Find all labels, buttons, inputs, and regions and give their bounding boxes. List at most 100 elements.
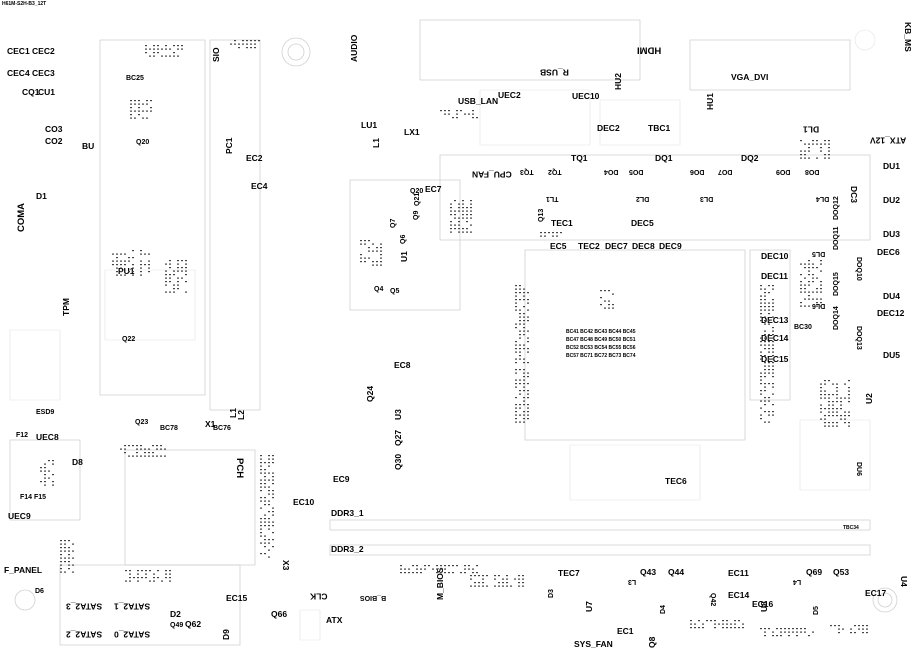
pad-mark xyxy=(527,362,529,363)
pad-mark xyxy=(164,456,166,457)
pad-mark xyxy=(523,331,525,332)
pad-mark xyxy=(157,45,159,46)
pad-mark xyxy=(470,211,472,212)
pad-mark xyxy=(124,445,126,446)
pad-mark xyxy=(844,415,846,416)
pad-mark xyxy=(768,373,770,374)
pad-mark xyxy=(828,380,830,381)
pad-mark xyxy=(519,317,521,318)
pad-mark xyxy=(796,628,798,629)
pad-mark xyxy=(260,469,262,470)
pad-mark xyxy=(519,348,521,349)
pad-mark xyxy=(527,415,529,416)
pad-mark xyxy=(72,558,74,559)
pad-mark xyxy=(177,285,179,286)
pad-mark xyxy=(722,627,724,628)
pad-mark xyxy=(844,412,846,413)
pad-mark xyxy=(519,324,521,325)
pad-mark xyxy=(518,586,520,587)
pad-mark xyxy=(820,147,822,148)
pad-mark xyxy=(60,558,62,559)
pad-mark xyxy=(556,232,558,233)
pad-mark xyxy=(264,487,266,488)
pad-mark xyxy=(157,577,159,578)
pad-mark xyxy=(140,271,142,272)
pad-mark xyxy=(462,200,464,201)
pad-mark xyxy=(268,504,270,505)
pad-mark xyxy=(482,582,484,583)
pad-mark xyxy=(458,207,460,208)
pad-mark xyxy=(866,632,868,633)
pad-mark xyxy=(181,260,183,261)
pad-mark xyxy=(523,348,525,349)
pad-mark xyxy=(764,366,766,367)
pad-mark xyxy=(160,456,162,457)
pad-mark xyxy=(828,140,830,141)
pad-mark xyxy=(760,320,762,321)
pad-mark xyxy=(858,629,860,630)
pad-mark xyxy=(608,301,610,302)
pad-mark xyxy=(515,404,517,405)
pad-mark xyxy=(780,632,782,633)
pad-mark xyxy=(150,100,152,101)
pad-mark xyxy=(160,449,162,450)
pad-mark xyxy=(72,551,74,552)
pad-mark xyxy=(772,383,774,384)
pad-mark xyxy=(60,547,62,548)
pad-mark xyxy=(448,114,450,115)
pad-mark xyxy=(137,577,139,578)
pad-mark xyxy=(452,565,454,566)
pad-mark xyxy=(458,221,460,222)
pad-mark xyxy=(824,154,826,155)
pad-mark xyxy=(808,151,810,152)
pad-mark xyxy=(448,572,450,573)
pad-mark xyxy=(165,292,167,293)
pad-mark xyxy=(836,391,838,392)
pad-mark xyxy=(698,627,700,628)
pad-mark xyxy=(268,466,270,467)
pad-mark xyxy=(458,232,460,233)
pad-mark xyxy=(515,397,517,398)
pad-mark xyxy=(808,271,810,272)
pad-mark xyxy=(523,415,525,416)
pad-mark xyxy=(412,572,414,573)
pad-mark xyxy=(120,271,122,272)
pad-mark xyxy=(234,44,236,45)
pad-mark xyxy=(820,151,822,152)
pad-mark xyxy=(518,582,520,583)
pad-mark xyxy=(527,348,529,349)
pad-mark xyxy=(836,387,838,388)
pad-mark xyxy=(60,565,62,566)
pad-mark xyxy=(828,394,830,395)
pad-mark xyxy=(519,299,521,300)
pad-mark xyxy=(144,449,146,450)
pad-mark xyxy=(519,313,521,314)
pad-mark xyxy=(466,232,468,233)
pad-mark xyxy=(260,525,262,526)
pad-mark xyxy=(764,632,766,633)
pad-mark xyxy=(185,267,187,268)
pad-mark xyxy=(552,232,554,233)
pad-mark xyxy=(848,422,850,423)
pad-mark xyxy=(145,577,147,578)
pad-mark xyxy=(116,275,118,276)
pad-mark xyxy=(260,462,262,463)
pad-mark xyxy=(264,483,266,484)
pad-mark xyxy=(260,553,262,554)
pad-mark xyxy=(470,586,472,587)
pad-mark xyxy=(612,308,614,309)
pad-mark xyxy=(506,586,508,587)
pad-mark xyxy=(764,338,766,339)
pad-mark xyxy=(838,625,840,626)
pad-mark xyxy=(772,394,774,395)
pad-mark xyxy=(694,627,696,628)
pad-mark xyxy=(368,247,370,248)
pad-mark xyxy=(760,341,762,342)
pad-mark xyxy=(836,401,838,402)
pad-mark xyxy=(448,565,450,566)
pad-mark xyxy=(734,620,736,621)
pad-mark xyxy=(462,228,464,229)
pad-mark xyxy=(848,398,850,399)
pad-mark xyxy=(519,338,521,339)
pad-mark xyxy=(268,539,270,540)
